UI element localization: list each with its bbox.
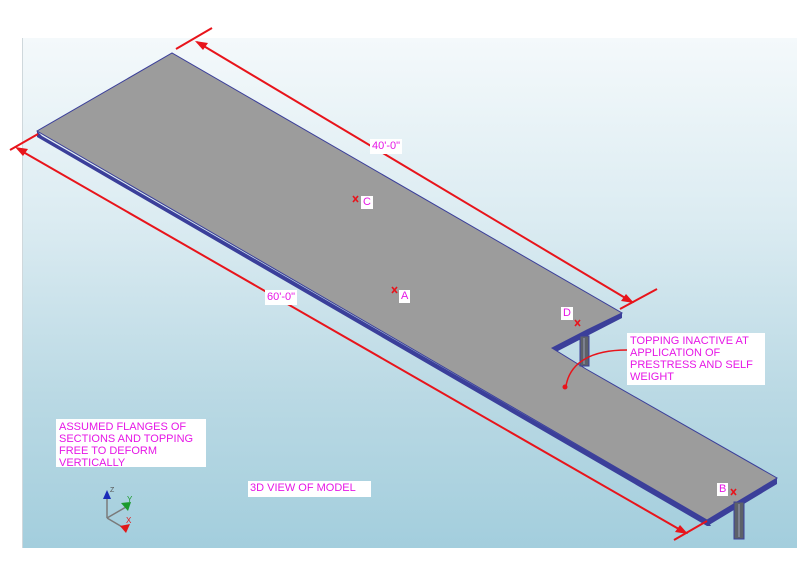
view-title: 3D VIEW OF MODEL	[248, 481, 371, 497]
axis-label-z: Z	[110, 487, 115, 494]
slab-notch-face	[552, 330, 587, 352]
axis-label-y: Y	[127, 495, 133, 504]
flanges-note: ASSUMED FLANGES OF SECTIONS AND TOPPING …	[56, 419, 206, 469]
point-label-a: A	[399, 290, 411, 303]
point-label-b: B	[717, 483, 729, 496]
x-axis-arrow	[120, 524, 130, 533]
axis-label-x: X	[126, 516, 132, 525]
topping-leader	[565, 349, 628, 387]
y-axis-arrow	[121, 502, 131, 511]
point-label-c: C	[361, 196, 373, 209]
slab-side-face	[37, 131, 711, 526]
dimension-label-40ft: 40'-0"	[370, 139, 403, 154]
topping-note: TOPPING INACTIVE AT APPLICATION OF PREST…	[627, 333, 765, 385]
point-label-d: D	[561, 307, 573, 320]
z-axis-arrow	[103, 490, 111, 499]
point-markers	[352, 195, 737, 496]
slab-back-edge	[587, 313, 622, 336]
axis-triad	[103, 490, 131, 533]
dimension-label-60ft: 60'-0"	[265, 290, 298, 305]
dimension-40ft	[175, 27, 658, 310]
slab-top-surface	[36, 52, 778, 521]
dimension-60ft	[9, 133, 708, 541]
